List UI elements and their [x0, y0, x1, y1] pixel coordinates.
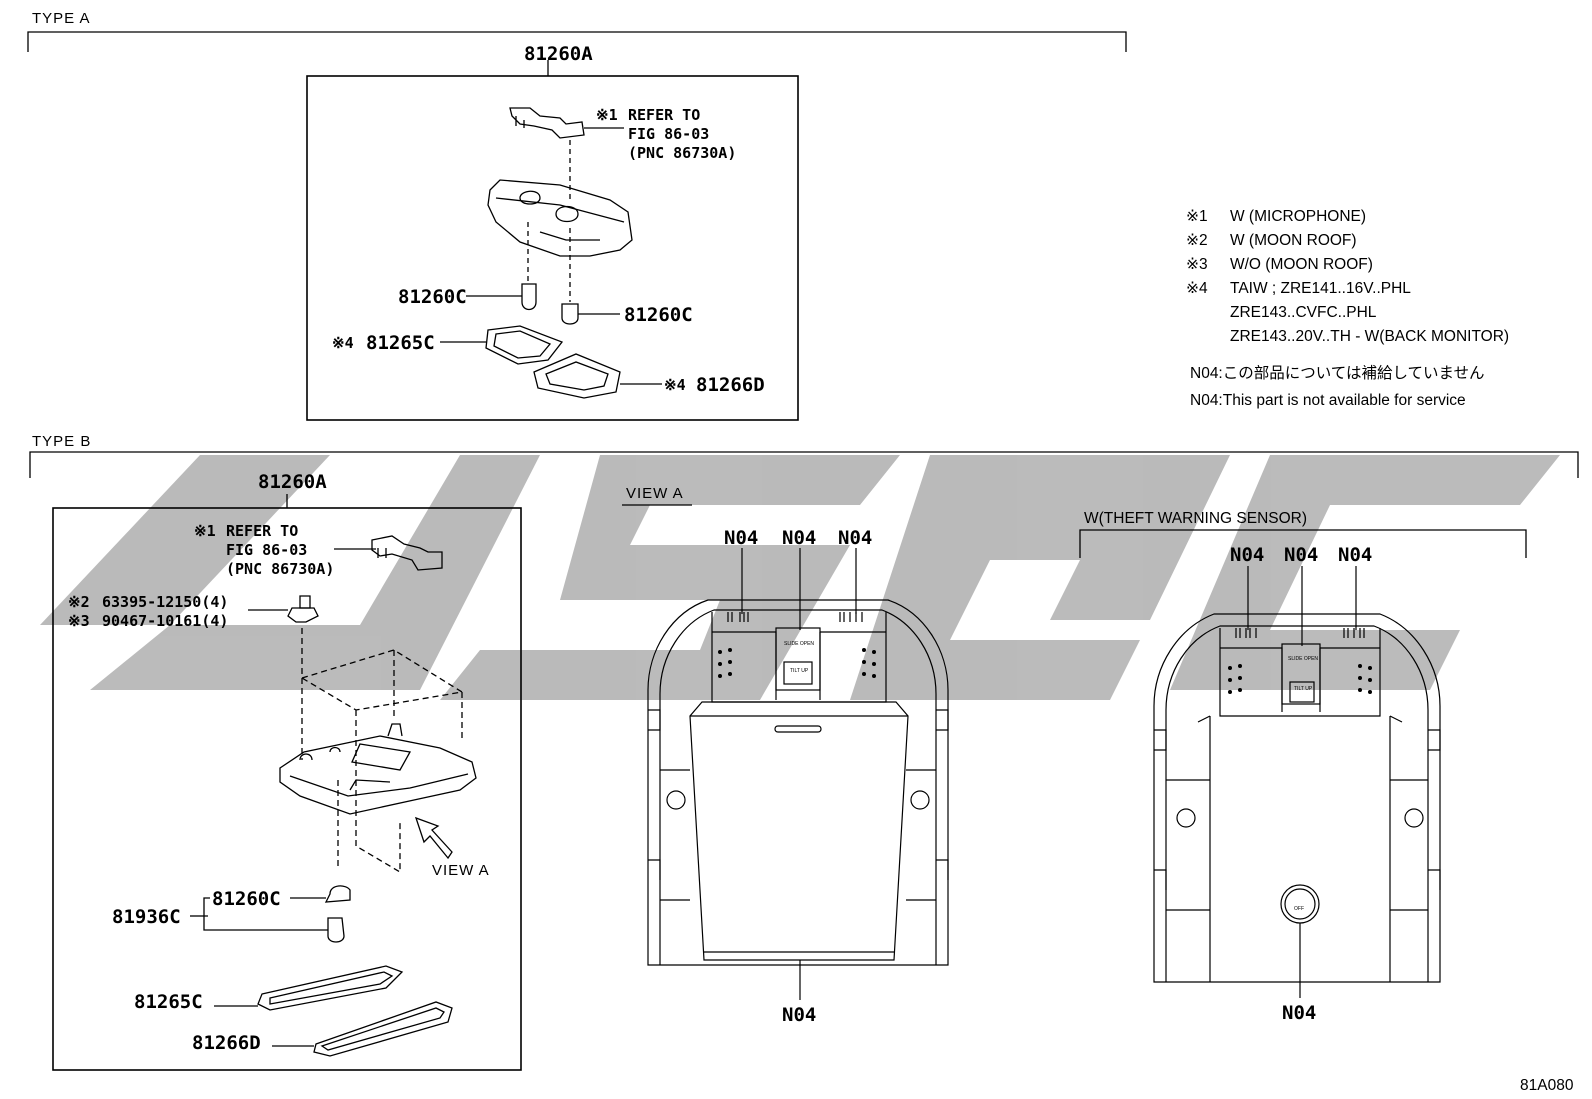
type-b-refer-line2: FIG 86-03	[226, 541, 307, 559]
type-b-refer-line1: REFER TO	[226, 522, 298, 540]
theft-sensor-console	[1153, 566, 1441, 998]
type-a-lens-mark: ※4	[332, 334, 354, 352]
note-3-text: W/O (MOON ROOF)	[1230, 256, 1373, 273]
type-a-label: TYPE A	[32, 10, 91, 27]
note-5-text: ZRE143..CVFC..PHL	[1230, 304, 1377, 321]
type-a-lens-frame-mark: ※4	[664, 376, 686, 394]
note-3-mark: ※3	[1186, 256, 1208, 273]
note-4-text: TAIW ; ZRE141..16V..PHL	[1230, 280, 1411, 297]
type-b-lens-frame: 81266D	[192, 1032, 261, 1054]
type-b-bulb: 81260C	[212, 888, 281, 910]
note-n04-en: N04:This part is not available for servi…	[1190, 392, 1466, 409]
type-a-section	[27, 31, 1127, 421]
figure-code: 81A080	[1520, 1077, 1574, 1094]
type-a-bulb-left: 81260C	[398, 286, 467, 308]
type-b-refer-line3: (PNC 86730A)	[226, 560, 334, 578]
view-a-title: VIEW A	[626, 485, 684, 502]
type-b-view-arrow-label: VIEW A	[432, 862, 490, 879]
view-a-switch-top: SLIDE OPEN	[784, 641, 814, 647]
view-a-callout-2: N04	[782, 527, 816, 549]
type-b-clip2: 90467-10161(4)	[102, 612, 228, 630]
theft-callout-3: N04	[1338, 544, 1372, 566]
type-b-clip1: 63395-12150(4)	[102, 593, 228, 611]
note-2-mark: ※2	[1186, 232, 1208, 249]
view-a-switch-bottom: TILT UP	[790, 668, 809, 674]
type-b-lens: 81265C	[134, 991, 203, 1013]
type-b-clip2-mark: ※3	[68, 612, 90, 630]
note-1-mark: ※1	[1186, 208, 1208, 225]
view-a-console	[622, 504, 949, 1000]
theft-switch-bottom: TILT UP	[1294, 686, 1313, 692]
type-a-lens: 81265C	[366, 332, 435, 354]
note-1-text: W (MICROPHONE)	[1230, 208, 1366, 225]
theft-callout-1: N04	[1230, 544, 1264, 566]
type-a-refer-line1: REFER TO	[628, 106, 700, 124]
note-4-mark: ※4	[1186, 280, 1208, 297]
view-a-callout-1: N04	[724, 527, 758, 549]
note-2-text: W (MOON ROOF)	[1230, 232, 1357, 249]
type-a-refer-line3: (PNC 86730A)	[628, 144, 736, 162]
type-a-refer-mark: ※1	[596, 106, 618, 124]
note-6-text: ZRE143..20V..TH - W(BACK MONITOR)	[1230, 328, 1509, 345]
note-n04-jp: N04:この部品については補給していません	[1190, 364, 1485, 382]
type-a-part-main: 81260A	[524, 43, 593, 65]
theft-switch-top: SLIDE OPEN	[1288, 656, 1318, 662]
theft-callout-2: N04	[1284, 544, 1318, 566]
type-b-label: TYPE B	[32, 433, 91, 450]
type-b-section	[29, 451, 1579, 1071]
view-a-callout-3: N04	[838, 527, 872, 549]
type-a-bulb-right: 81260C	[624, 304, 693, 326]
type-b-socket: 81936C	[112, 906, 181, 928]
theft-callout-bottom: N04	[1282, 1002, 1316, 1024]
type-a-refer-line2: FIG 86-03	[628, 125, 709, 143]
watermark-logo	[40, 455, 1560, 700]
type-a-lens-frame: 81266D	[696, 374, 765, 396]
theft-title: W(THEFT WARNING SENSOR)	[1084, 510, 1307, 527]
type-b-refer-mark: ※1	[194, 522, 216, 540]
theft-sensor-bracket	[1079, 529, 1527, 558]
type-b-clip1-mark: ※2	[68, 593, 90, 611]
theft-sensor-button-label: OFF	[1294, 906, 1304, 912]
view-a-callout-bottom: N04	[782, 1004, 816, 1026]
notes-block: ※1 W (MICROPHONE) ※2 W (MOON ROOF) ※3 W/…	[1186, 208, 1509, 409]
type-b-lamp-drawing	[190, 535, 477, 1057]
type-b-part-main: 81260A	[258, 471, 327, 493]
type-a-lamp-drawing	[440, 107, 662, 399]
